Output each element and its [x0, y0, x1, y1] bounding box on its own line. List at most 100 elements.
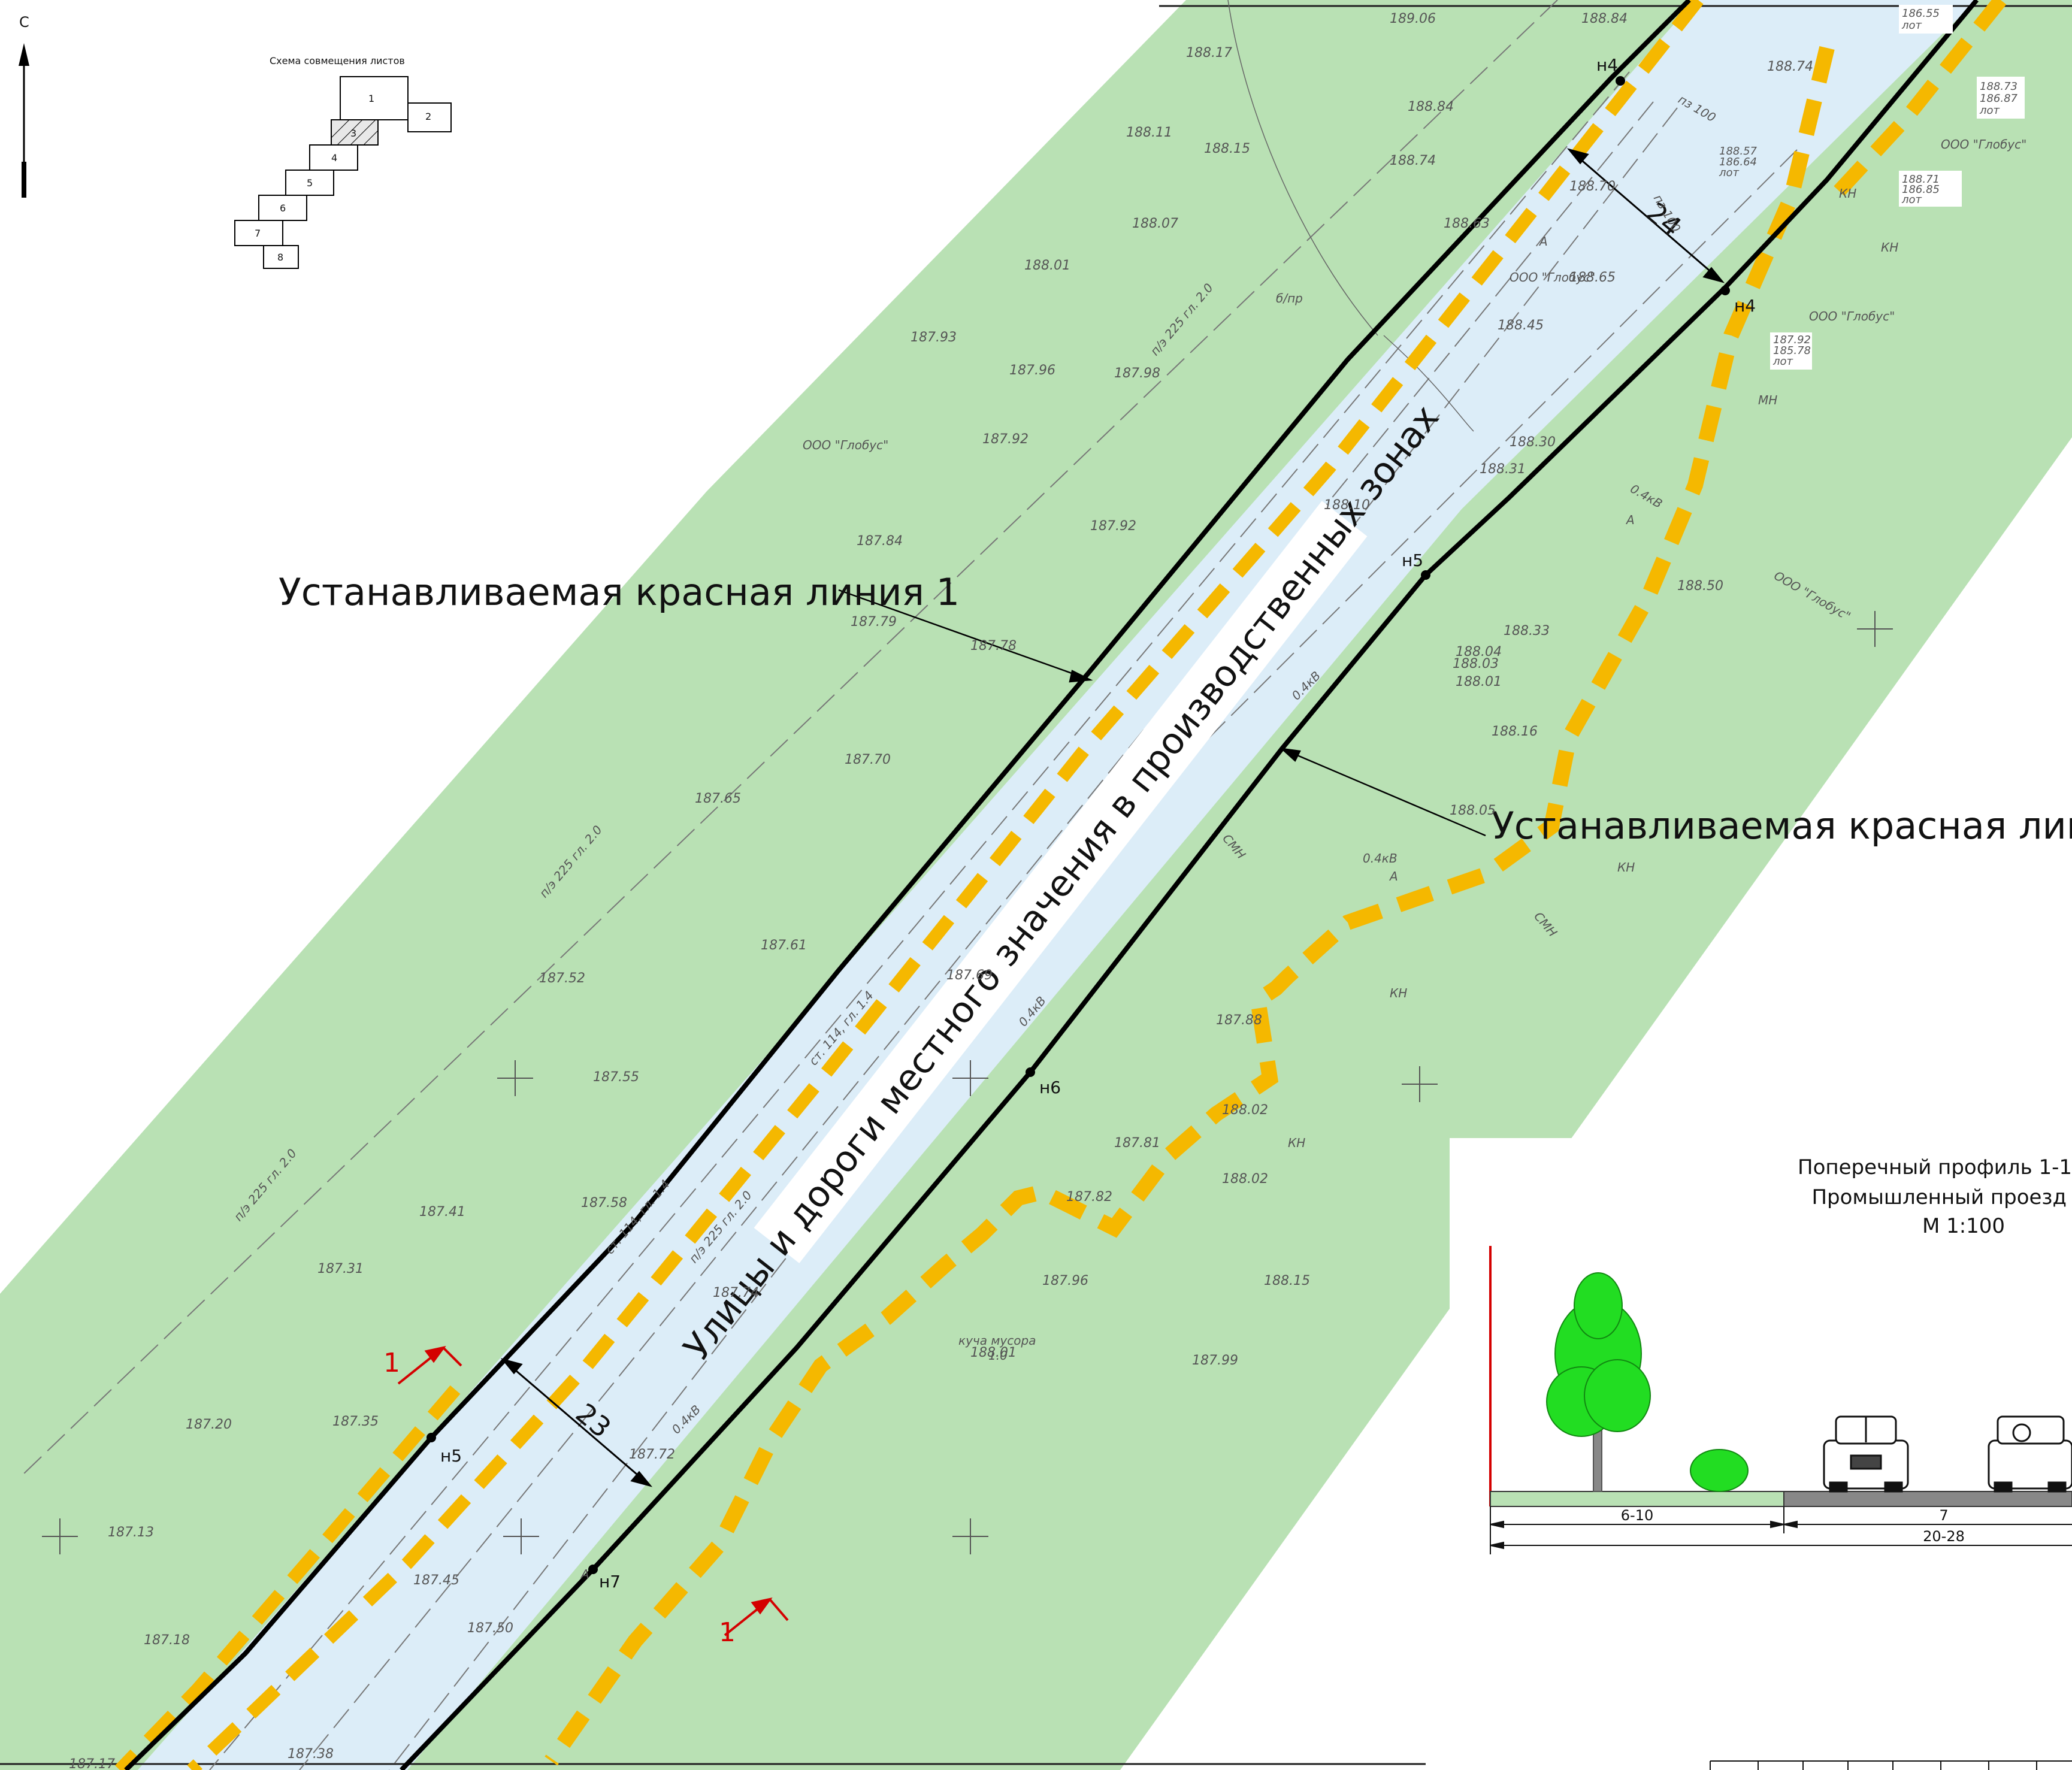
- profile-scale: М 1:100: [1922, 1214, 2005, 1238]
- elev: 188.01: [1024, 258, 1070, 273]
- elev: 187.55: [593, 1070, 639, 1085]
- existing-boundary: [115, 0, 2007, 1770]
- elev: 187.35: [332, 1414, 379, 1429]
- elev: 187.88: [1216, 1013, 1262, 1028]
- elev: 187.38: [288, 1747, 334, 1762]
- elev: 187.74: [713, 1285, 759, 1300]
- elev: 187.81: [1114, 1136, 1160, 1151]
- elev: 187.13: [108, 1525, 154, 1540]
- svg-text:лот: лот: [1719, 167, 1740, 179]
- elev: 187.58: [581, 1196, 627, 1211]
- elev: 188.50: [1677, 579, 1723, 594]
- dim-total: 20-28: [1923, 1528, 1965, 1545]
- elev: 188.07: [1132, 216, 1178, 231]
- svg-text:186.55: 186.55: [1902, 7, 1940, 20]
- elev: 187.41: [419, 1205, 465, 1220]
- point-label-n6: н6: [1039, 1078, 1061, 1097]
- elev: 187.92: [1090, 519, 1136, 534]
- svg-text:6: 6: [280, 202, 286, 214]
- svg-text:188.71: 188.71: [1902, 173, 1940, 186]
- elev: 188.84: [1581, 11, 1628, 26]
- elev: 187.98: [1114, 366, 1160, 381]
- elev: 187.20: [186, 1417, 232, 1432]
- car-icon: [1823, 1415, 1909, 1493]
- dim-green: 6-10: [1621, 1507, 1653, 1524]
- svg-text:лот: лот: [1772, 355, 1793, 368]
- svg-text:ООО "Глобус": ООО "Глобус": [1809, 309, 1895, 323]
- profile-title-1: Поперечный профиль 1-1: [1798, 1155, 2072, 1179]
- svg-text:А: А: [1389, 869, 1398, 884]
- width-dimensions: [500, 148, 1725, 1487]
- elev: 187.69: [946, 968, 993, 983]
- north-arrow: [19, 43, 29, 198]
- elev: 187.72: [629, 1447, 675, 1462]
- elev: 188.04: [1456, 645, 1502, 659]
- elev: 188.63: [1444, 216, 1490, 231]
- svg-text:8: 8: [277, 252, 283, 263]
- tree-icon: [1546, 1272, 1651, 1492]
- elev: 187.50: [467, 1621, 513, 1636]
- svg-text:А: А: [1625, 513, 1635, 527]
- svg-text:КН: КН: [1390, 986, 1407, 1000]
- svg-text:КН: КН: [1881, 240, 1898, 255]
- elevation-labels: 189.06 188.84 188.84 188.74 188.17 188.1…: [69, 11, 1813, 1770]
- elev: 188.03: [1453, 656, 1499, 671]
- svg-text:лот: лот: [1979, 104, 2000, 117]
- svg-text:ООО "Глобус": ООО "Глобус": [1510, 270, 1595, 285]
- svg-text:КН: КН: [1839, 186, 1856, 201]
- north-label: С: [19, 14, 29, 31]
- red-line-1: [124, 0, 1691, 1770]
- dim-road: 7: [1939, 1507, 1948, 1524]
- point-label-n7: н7: [599, 1572, 621, 1592]
- zone-label-bg: [754, 501, 1368, 1263]
- profile-table-stub: [1710, 1760, 2072, 1770]
- section-label-2: 1: [719, 1617, 736, 1648]
- elev: 188.05: [1450, 803, 1496, 818]
- svg-text:0.4кВ: 0.4кВ: [1363, 851, 1398, 866]
- svg-text:1.0: 1.0: [988, 1348, 1008, 1363]
- elev: 188.74: [1390, 153, 1436, 168]
- tag-4: 187.92 185.78 лот: [1770, 332, 1812, 370]
- red-line-2: [400, 0, 1979, 1770]
- elev: 187.18: [144, 1633, 190, 1648]
- svg-text:лот: лот: [1901, 19, 1922, 32]
- elev: 188.65: [1569, 270, 1616, 285]
- elev: 188.31: [1480, 462, 1526, 477]
- svg-text:МН: МН: [1758, 393, 1777, 407]
- svg-text:4: 4: [331, 152, 337, 164]
- sheet-scheme: Схема совмещения листов 1 2 3 4 5 6 7 8: [234, 55, 452, 269]
- elev: 187.17: [69, 1757, 115, 1770]
- elev: 187.92: [982, 432, 1029, 447]
- svg-text:188.73: 188.73: [1980, 80, 2017, 93]
- elevation-tags: 188.73 186.87 лот 188.71 186.85 лот 188.…: [1719, 5, 2025, 370]
- tag-2: 188.71 186.85 лот: [1899, 171, 1962, 207]
- elev: 188.16: [1492, 724, 1538, 739]
- elev: 188.84: [1408, 99, 1454, 114]
- elev: 187.52: [539, 971, 585, 986]
- section-label-1: 1: [383, 1348, 400, 1378]
- svg-text:5: 5: [307, 177, 313, 189]
- svg-text:186.85: 186.85: [1902, 183, 1940, 196]
- profile: Поперечный профиль 1-1 Промышленный прое…: [1450, 1138, 2072, 1770]
- elev: 187.78: [970, 639, 1017, 653]
- point-markers: [427, 76, 1730, 1574]
- elev: 187.61: [761, 938, 807, 953]
- svg-text:ООО "Глобус": ООО "Глобус": [803, 438, 888, 452]
- elev: 188.02: [1222, 1172, 1268, 1187]
- elev: 187.65: [695, 791, 741, 806]
- elev: 187.79: [851, 615, 897, 630]
- elev: 188.70: [1569, 179, 1616, 194]
- elev: 187.45: [413, 1573, 459, 1588]
- red-line-1-label: Устанавливаемая красная линия 1: [279, 570, 960, 614]
- red-lines: [124, 0, 1979, 1770]
- elev: 188.17: [1186, 46, 1232, 60]
- svg-text:А: А: [580, 1567, 589, 1581]
- elev: 188.30: [1510, 435, 1556, 450]
- tag-5: 186.55 лот: [1899, 5, 1953, 34]
- elev: 187.96: [1042, 1273, 1088, 1288]
- svg-text:186.64: 186.64: [1719, 156, 1757, 168]
- shrub-icon: [1690, 1449, 1749, 1492]
- profile-green-strip: [1490, 1491, 1784, 1507]
- tag-3: 188.57 186.64 лот: [1719, 145, 1758, 179]
